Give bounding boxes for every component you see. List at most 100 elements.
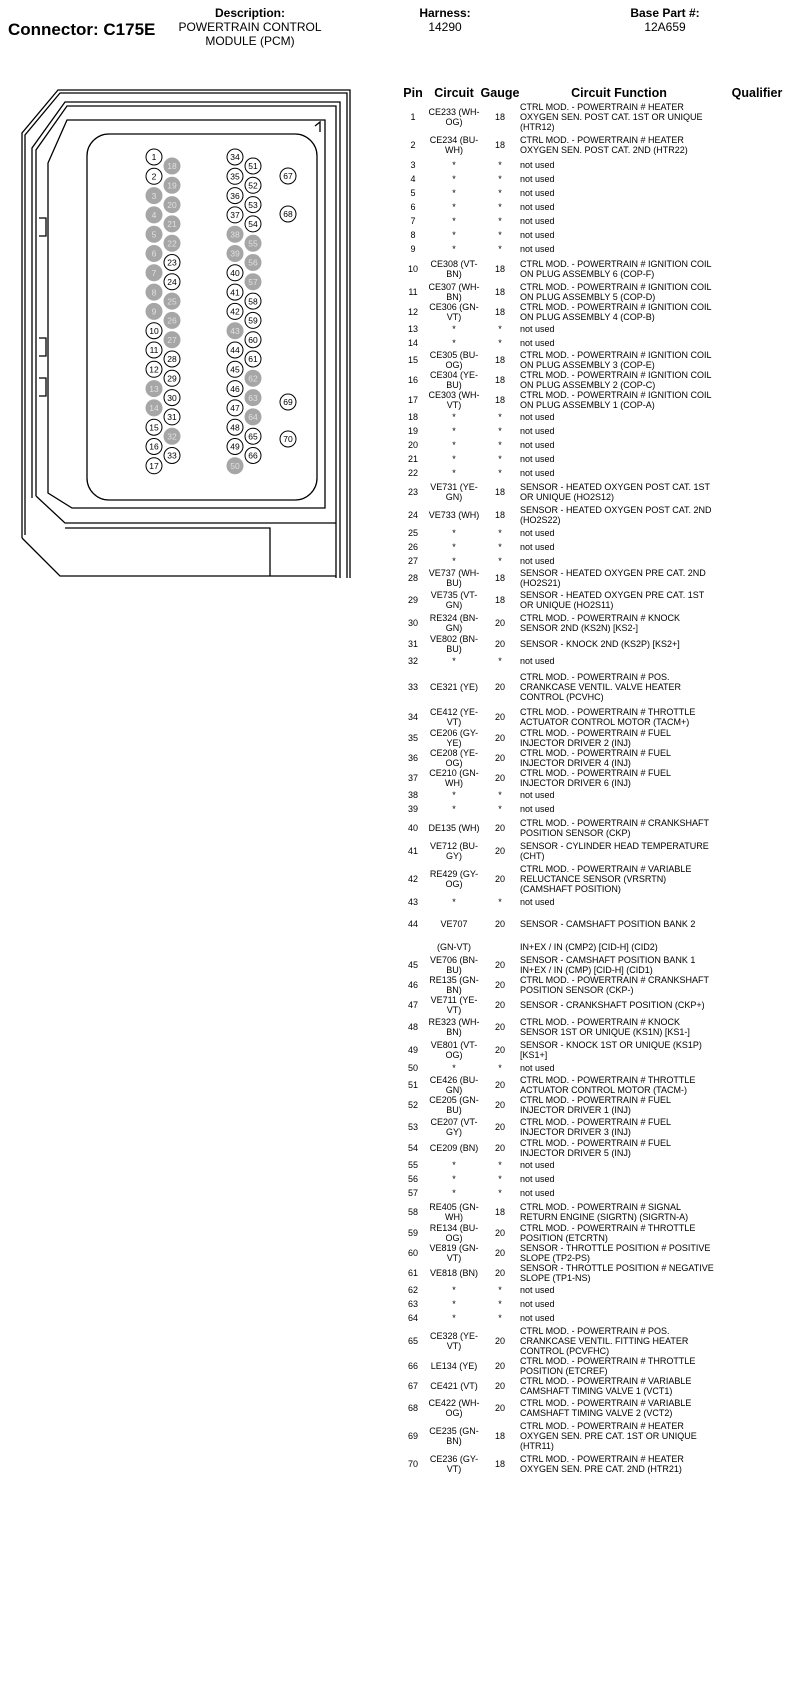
circuit-function: not used	[520, 790, 555, 800]
qualifier	[718, 1138, 796, 1158]
connector-pin-label: 69	[283, 397, 293, 407]
connector-pin-25: 25	[163, 292, 181, 310]
connector-pin-51: 51	[244, 157, 262, 175]
pin-number: 44	[407, 919, 418, 929]
qualifier	[718, 186, 796, 200]
circuit-code: VE733 (WH)	[428, 509, 480, 520]
wire-gauge: *	[498, 454, 502, 464]
wire-gauge: *	[498, 897, 502, 907]
pin-number: 11	[408, 287, 418, 297]
connector-pin-label: 44	[230, 345, 240, 355]
connector-pin-53: 53	[244, 196, 262, 214]
circuit-code: *	[452, 202, 456, 212]
description-block: Description: POWERTRAIN CONTROL MODULE (…	[175, 6, 325, 48]
circuit-code: CE412 (YE-VT)	[429, 706, 479, 727]
connector-pin-label: 4	[152, 210, 157, 220]
connector-pin-52: 52	[244, 176, 262, 194]
table-row: 3**not used	[398, 158, 796, 172]
pin-number: 21	[407, 454, 418, 464]
qualifier	[718, 452, 796, 466]
connector-pin-label: 40	[230, 268, 240, 278]
pin-number: 56	[407, 1174, 418, 1184]
table-row: 21**not used	[398, 452, 796, 466]
base-part-value: 12A659	[644, 20, 686, 34]
circuit-code: CE303 (WH-VT)	[428, 390, 480, 410]
harness-block: Harness: 14290	[390, 6, 500, 34]
table-row: 39**not used	[398, 802, 796, 816]
wire-gauge: *	[498, 1285, 502, 1295]
connector-pin-label: 9	[152, 307, 157, 317]
circuit-code: RE429 (GY-OG)	[429, 868, 479, 889]
circuit-function: not used	[520, 1188, 555, 1198]
connector-pin-63: 63	[244, 389, 262, 407]
connector-pin-15: 15	[145, 418, 163, 436]
pin-number: 25	[407, 528, 418, 538]
pin-number: 51	[407, 1080, 418, 1090]
circuit-code: CE306 (GN-VT)	[429, 302, 479, 322]
pin-number: 70	[407, 1458, 418, 1469]
wire-gauge: *	[498, 556, 502, 566]
qualifier	[718, 322, 796, 336]
connector-pin-31: 31	[163, 408, 181, 426]
wire-gauge: *	[498, 1160, 502, 1170]
circuit-code: DE135 (WH)	[428, 822, 480, 833]
circuit-function: not used	[520, 1299, 555, 1309]
circuit-code: CE305 (BU-OG)	[429, 350, 479, 370]
connector-pin-label: 48	[230, 422, 240, 432]
qualifier	[718, 410, 796, 424]
qualifier	[718, 132, 796, 158]
qualifier	[718, 1356, 796, 1376]
wire-gauge: 20	[494, 980, 505, 990]
qualifier	[718, 654, 796, 668]
wire-gauge: *	[498, 790, 502, 800]
table-row: 57**not used	[398, 1186, 796, 1200]
circuit-code: (GN-VT)	[437, 942, 471, 952]
pin-number: 32	[407, 656, 418, 666]
circuit-code: *	[452, 338, 456, 348]
table-row: 19**not used	[398, 424, 796, 438]
connector-pin-69: 69	[279, 393, 297, 411]
circuit-function: CTRL MOD. - POWERTRAIN # HEATER OXYGEN S…	[520, 135, 688, 155]
connector-pin-label: 60	[248, 335, 258, 345]
circuit-code: VE707	[440, 919, 468, 929]
wire-gauge: *	[498, 1313, 502, 1323]
circuit-function: not used	[520, 174, 555, 184]
wire-gauge: *	[498, 1188, 502, 1198]
circuit-function: CTRL MOD. - POWERTRAIN # POS. CRANKCASE …	[520, 671, 682, 702]
table-row: 26**not used	[398, 540, 796, 554]
qualifier	[718, 1075, 796, 1095]
pin-number: 26	[407, 542, 418, 552]
table-row: 22**not used	[398, 466, 796, 480]
circuit-code: *	[452, 468, 456, 478]
wire-gauge: 20	[494, 1361, 505, 1371]
connector-pin-label: 31	[167, 412, 177, 422]
qualifier	[718, 768, 796, 788]
circuit-function: not used	[520, 440, 555, 450]
connector-pin-20: 20	[163, 196, 181, 214]
circuit-function: SENSOR - KNOCK 2ND (KS2P) [KS2+]	[520, 639, 680, 649]
connector-pin-21: 21	[163, 215, 181, 233]
connector-pin-label: 30	[167, 393, 177, 403]
qualifier	[718, 1243, 796, 1263]
circuit-code: *	[452, 1299, 456, 1309]
qualifier	[718, 228, 796, 242]
qualifier	[718, 1311, 796, 1325]
wire-gauge: 18	[494, 355, 505, 365]
connector-pin-54: 54	[244, 215, 262, 233]
connector-pin-label: 61	[248, 354, 258, 364]
circuit-code: *	[452, 216, 456, 226]
connector-pin-40: 40	[226, 264, 244, 282]
wire-gauge: 18	[494, 1206, 505, 1217]
circuit-function: SENSOR - HEATED OXYGEN POST CAT. 2ND (HO…	[520, 504, 712, 525]
circuit-function: not used	[520, 542, 555, 552]
circuit-code: RE405 (GN-WH)	[429, 1201, 479, 1222]
wire-gauge: 20	[494, 753, 505, 763]
connector-pin-label: 11	[150, 345, 159, 355]
connector-pin-label: 7	[152, 268, 157, 278]
